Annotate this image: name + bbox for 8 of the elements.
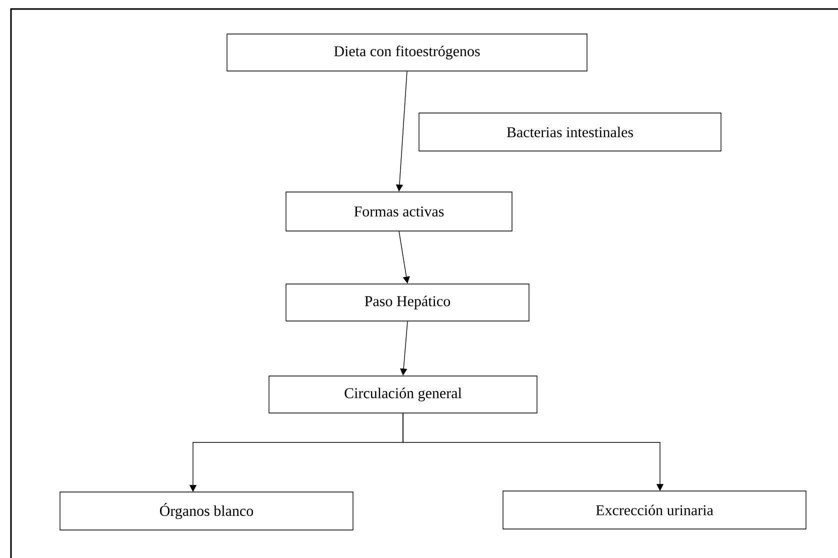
process-box: Paso Hepático	[286, 284, 530, 322]
process-box: Dieta con fitoestrógenos	[226, 34, 588, 72]
process-box: Formas activas	[286, 192, 512, 232]
process-box: Excrección urinaria	[502, 490, 806, 530]
process-box: Bacterias intestinales	[418, 112, 722, 152]
process-box: Circulación general	[268, 376, 538, 414]
arrow	[402, 413, 664, 491]
process-box: Órganos blanco	[60, 492, 354, 530]
